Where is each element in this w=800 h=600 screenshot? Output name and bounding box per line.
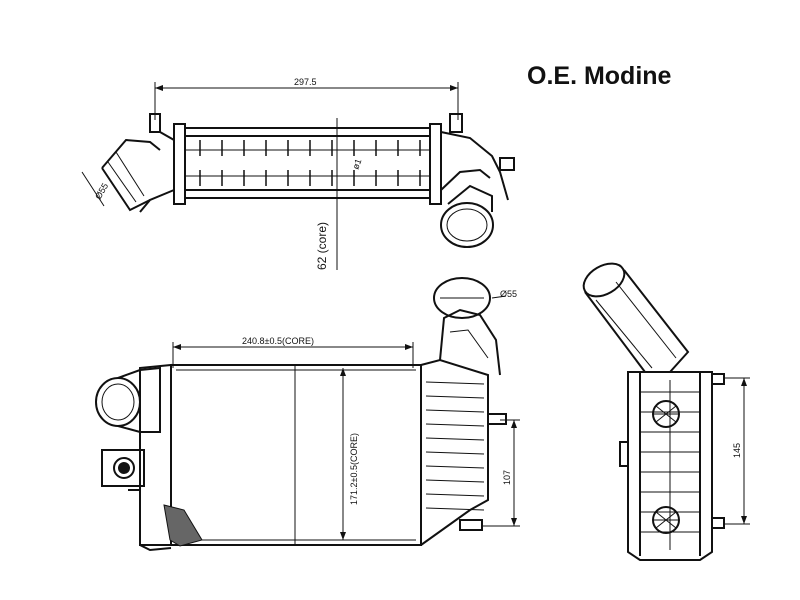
mount-spacing-label: 107 — [502, 470, 512, 485]
front-view: 240.8±0.5(CORE) 171.2±0.5(CORE) — [95, 277, 520, 552]
top-view: 297.5 ø1 62 (core) Ø55 — [81, 77, 515, 270]
core-width-label: 240.8±0.5(CORE) — [242, 336, 314, 346]
drawing-stroke — [425, 451, 485, 455]
core-thickness-label: 62 (core) — [315, 222, 329, 270]
drawing-stroke — [425, 381, 485, 385]
brand-label: O.E. Modine — [527, 62, 672, 90]
side-height-label: 145 — [732, 443, 742, 458]
overall-length-label: 297.5 — [294, 77, 317, 87]
drawing-stroke — [425, 465, 485, 469]
inlet-diameter-label: Ø55 — [93, 181, 110, 201]
drawing-stroke — [425, 493, 485, 497]
drawing-stroke — [425, 395, 485, 399]
drawing-stroke — [425, 409, 485, 413]
side-view: 145 — [582, 262, 750, 561]
outlet-diameter-label: Ø55 — [500, 289, 517, 299]
drawing-stroke — [425, 437, 485, 441]
drawing-stroke — [425, 479, 485, 483]
inner-diameter-label: ø1 — [350, 157, 363, 170]
drawing-stroke — [425, 507, 485, 511]
drawing-stroke — [425, 423, 485, 427]
core-height-label: 171.2±0.5(CORE) — [349, 433, 359, 505]
